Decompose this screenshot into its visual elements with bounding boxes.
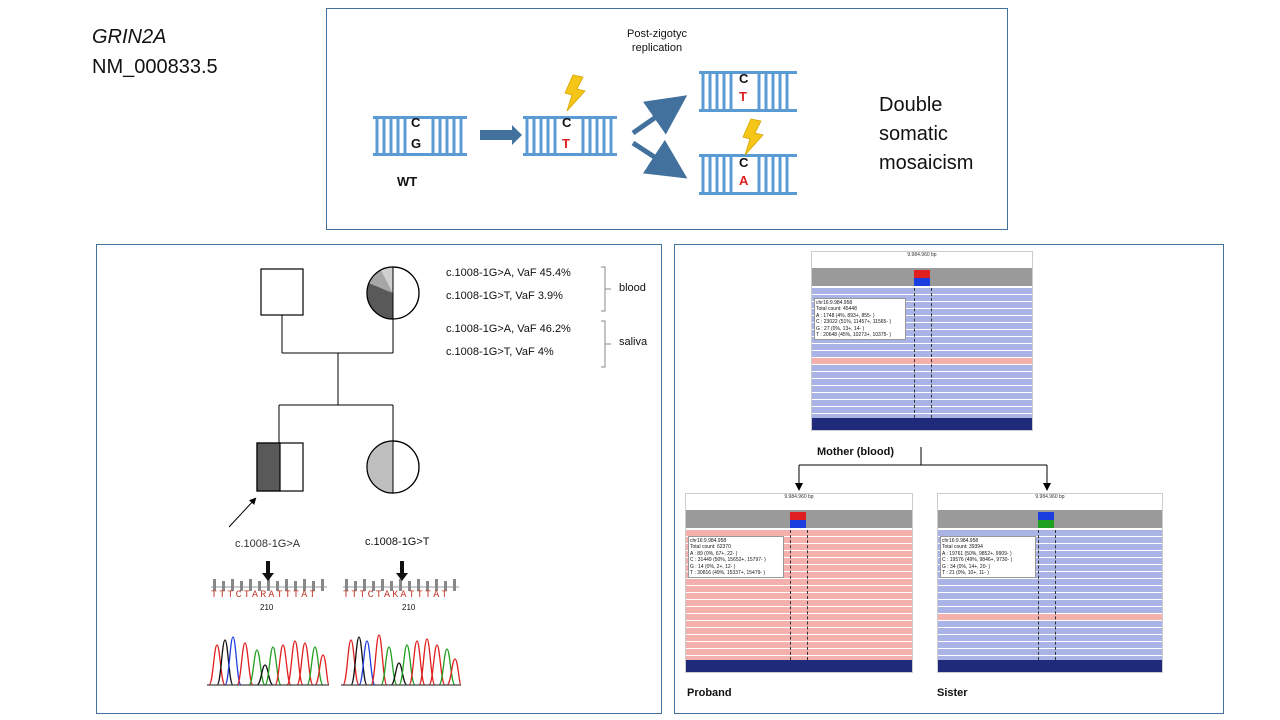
mother-symbol [366, 266, 420, 320]
igv-mother-popup: chr16:9.984.958 Total count: 45448 A : 1… [814, 298, 906, 341]
igv-mother: 9.984.960 bp chr16:9.984.958 Total count… [811, 251, 1033, 431]
caption-mother: Mother (blood) [817, 446, 894, 458]
sister-chromatogram [341, 634, 462, 686]
igv-sister-popup: chr16:9.984.958 Total count: 39394 A : 1… [940, 536, 1036, 579]
post-zygotic-line2: replication [631, 42, 683, 54]
blood-variant-t: c.1008-1G>T, VaF 3.9% [446, 290, 563, 302]
wt-top-base: C [411, 115, 421, 130]
arrow-down-icon [262, 561, 274, 581]
saliva-bracket [601, 320, 611, 368]
igv-proband: 9.984.960 bp chr16:9.984.958 Total count… [685, 493, 913, 673]
transcript-id: NM_000833.5 [92, 56, 218, 78]
blood-label: blood [619, 282, 646, 294]
proband-chromatogram [207, 636, 330, 686]
wt-bottom-base: G [411, 136, 422, 151]
lightning-icon [742, 118, 764, 156]
pedigree-diagram [207, 266, 611, 686]
father-symbol [260, 268, 304, 316]
dna-upper [699, 71, 797, 112]
mid-top-base: C [562, 115, 572, 130]
igv-proband-popup: chr16:9.984.958 Total count: 62370 A : 8… [688, 536, 784, 579]
blood-bracket [601, 266, 611, 312]
sister-variant-label: c.1008-1G>T [365, 536, 430, 548]
igv-coord: 9.984.960 bp [907, 252, 937, 258]
caption-proband: Proband [687, 687, 732, 699]
arrow-upper [631, 95, 688, 136]
summary-line3: mosaicism [879, 152, 974, 174]
proband-trace-header [211, 561, 327, 591]
arrow-lower [631, 139, 688, 179]
proband-symbol [256, 442, 304, 492]
wt-label: WT [397, 174, 418, 189]
gene-title: GRIN2A [92, 26, 167, 48]
blood-variant-a: c.1008-1G>A, VaF 45.4% [446, 267, 571, 279]
proband-position: 210 [260, 603, 274, 612]
proband-arrow [228, 497, 257, 528]
proband-variant-label: c.1008-1G>A [235, 538, 301, 550]
summary-line1: Double [879, 94, 943, 116]
igv-connectors [795, 447, 1051, 491]
mid-bottom-base: T [562, 136, 570, 151]
lower-bottom-base: A [739, 173, 749, 188]
mechanism-diagram [373, 71, 797, 195]
post-zygotic-label: Post-zigotyc replication [609, 27, 705, 55]
upper-top-base: C [739, 71, 749, 86]
pedigree-panel: c.1008-1G>A, VaF 45.4% c.1008-1G>T, VaF … [96, 244, 662, 714]
upper-bottom-base: T [739, 89, 747, 104]
igv-sister: 9.984.960 bp chr16:9.984.958 Total count… [937, 493, 1163, 673]
arrow-down-icon [396, 561, 408, 581]
sister-position: 210 [402, 603, 416, 612]
igv-panel: 9.984.960 bp chr16:9.984.958 Total count… [674, 244, 1224, 714]
post-zygotic-line1: Post-zigotyc [627, 28, 687, 40]
proband-sequence: TTTCTARATTTAT [211, 590, 318, 601]
caption-sister: Sister [937, 687, 968, 699]
saliva-label: saliva [619, 336, 648, 348]
dna-mutated [523, 116, 617, 156]
sister-trace-header [343, 561, 459, 591]
arrow-right [480, 125, 522, 145]
saliva-variant-t: c.1008-1G>T, VaF 4% [446, 346, 554, 358]
mosaicism-summary: Double somatic mosaicism [879, 91, 973, 178]
summary-line2: somatic [879, 123, 948, 145]
sister-sequence: TTTCTAKATTTAT [343, 590, 450, 601]
lower-top-base: C [739, 155, 749, 170]
saliva-variant-a: c.1008-1G>A, VaF 46.2% [446, 323, 571, 335]
mechanism-panel: Post-zigotyc replication C G WT C T C T … [326, 8, 1008, 230]
dna-lower [699, 154, 797, 195]
dna-wt [373, 116, 467, 156]
lightning-icon [564, 74, 586, 112]
sister-symbol [366, 440, 420, 494]
